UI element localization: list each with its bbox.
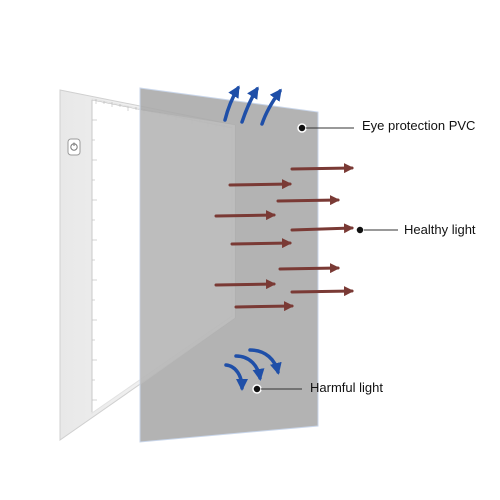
label-eye-protection-pvc: Eye protection PVC [362, 118, 476, 133]
healthy-arrow-7 [278, 263, 340, 274]
label-harmful-light: Harmful light [310, 380, 383, 395]
harmful-arrow-bottom-1 [224, 363, 248, 391]
harmful-light-arrows-top [223, 85, 282, 126]
harmful-light-arrows-bottom [224, 348, 282, 391]
healthy-arrow-3 [214, 210, 276, 221]
healthy-arrow-5 [230, 238, 292, 249]
power-button-icon[interactable] [67, 138, 81, 156]
harmful-arrow-bottom-2 [234, 354, 265, 381]
callout-dot-harmful [252, 384, 262, 394]
healthy-arrow-1 [228, 179, 292, 190]
light-pad-behind-sheet [140, 110, 235, 385]
callout-healthy-light [355, 225, 398, 235]
callout-harmful-light [252, 384, 302, 394]
healthy-arrow-4 [276, 195, 340, 206]
left-ruler-scale [91, 100, 97, 412]
callout-eye-protection [297, 123, 354, 133]
healthy-light-arrows [214, 163, 354, 312]
harmful-arrow-top-2 [240, 86, 259, 124]
healthy-arrow-6 [290, 223, 354, 234]
label-healthy-light: Healthy light [404, 222, 476, 237]
callout-dot-healthy [355, 225, 365, 235]
harmful-arrow-bottom-3 [248, 348, 282, 375]
healthy-arrow-10 [234, 301, 294, 312]
harmful-arrow-top-3 [260, 88, 282, 126]
harmful-arrow-top-1 [223, 85, 240, 122]
healthy-arrow-9 [290, 286, 354, 297]
callout-dot-pvc [297, 123, 307, 133]
healthy-arrow-2 [290, 163, 354, 174]
healthy-arrow-8 [214, 279, 276, 290]
